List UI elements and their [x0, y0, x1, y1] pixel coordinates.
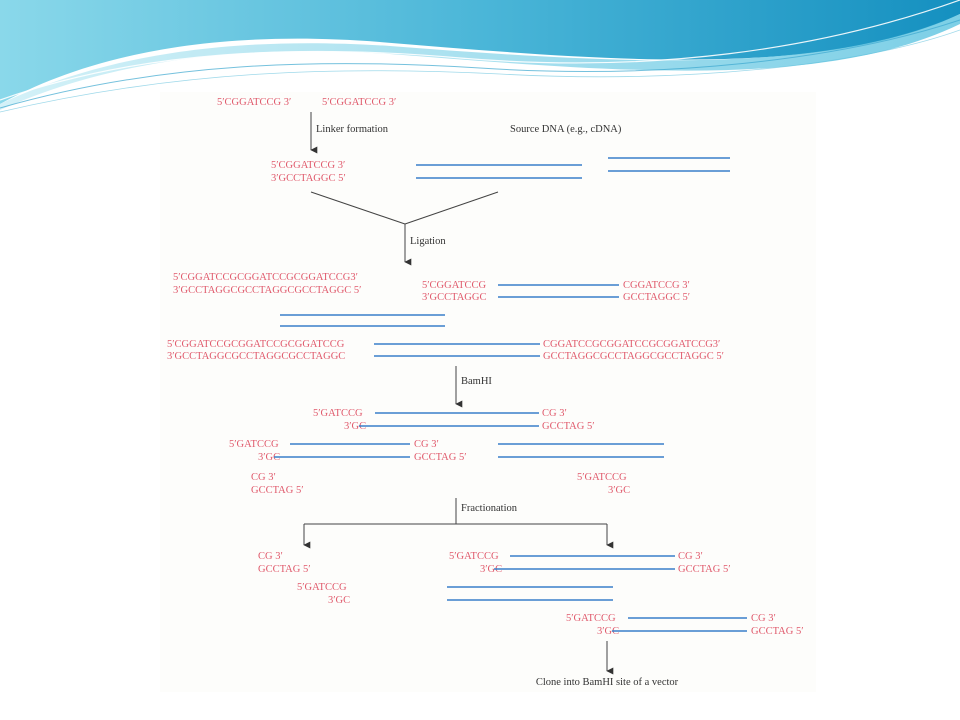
source-dna-label: Source DNA (e.g., cDNA) — [510, 124, 622, 135]
linker-formation-label: Linker formation — [316, 124, 389, 135]
ligated-multi-right-top: CGGATCCGCGGATCCGCGGATCCG3′ — [543, 339, 720, 350]
fraction-right-a-left-bottom: 3′GC — [480, 564, 502, 575]
fraction-right-a-right-bottom: GCCTAG 5′ — [678, 564, 731, 575]
cut1-left-bottom: 3′GC — [344, 421, 366, 432]
fraction-right-a-left-top: 5′GATCCG — [449, 551, 499, 562]
ligated-single-left-top: 5′CGGATCCG — [422, 280, 487, 291]
free-end-right-bottom: 3′GC — [608, 485, 630, 496]
cut2-left-bottom: 3′GC — [258, 452, 280, 463]
clone-label: Clone into BamHI site of a vector — [536, 677, 679, 688]
fraction-left-end-bottom: GCCTAG 5′ — [258, 564, 311, 575]
ligated-multi-right-bottom: GCCTAGGCGCCTAGGCGCCTAGGC 5′ — [543, 351, 724, 362]
ligated-single-right-top: CGGATCCG 3′ — [623, 280, 690, 291]
merge-line-right — [404, 191, 499, 225]
cut1-right-bottom: GCCTAG 5′ — [542, 421, 595, 432]
ligated-multi-left-top: 5′CGGATCCGCGGATCCGCGGATCCG — [167, 339, 345, 350]
fraction-right-b-left-bottom: 3′GC — [597, 626, 619, 637]
free-end-left-bottom: GCCTAG 5′ — [251, 485, 304, 496]
merge-line-left — [310, 191, 406, 225]
fraction-right-b-right-top: CG 3′ — [751, 613, 776, 624]
ligated-single-right-bottom: GCCTAGGC 5′ — [623, 292, 690, 303]
fractionation-label: Fractionation — [461, 503, 518, 514]
linker-duplex-top: 5′CGGATCCG 3′ — [271, 160, 345, 171]
fraction-left-end-top: CG 3′ — [258, 551, 283, 562]
ligated-single-left-bottom: 3′GCCTAGGC — [422, 292, 486, 303]
concatemer-bottom: 3′GCCTAGGCGCCTAGGCGCCTAGGC 5′ — [173, 285, 361, 296]
cut2-right-bottom: GCCTAG 5′ — [414, 452, 467, 463]
linker-2: 5′CGGATCCG 3′ — [322, 97, 396, 108]
bamhi-label: BamHI — [461, 376, 492, 387]
linker-duplex-bottom: 3′GCCTAGGC 5′ — [271, 173, 346, 184]
linker-1: 5′CGGATCCG 3′ — [217, 97, 291, 108]
fraction-right-b-right-bottom: GCCTAG 5′ — [751, 626, 804, 637]
cut2-left-top: 5′GATCCG — [229, 439, 279, 450]
figure-panel — [160, 92, 816, 692]
concatemer-top: 5′CGGATCCGCGGATCCGCGGATCCG3′ — [173, 272, 358, 283]
ligated-multi-left-bottom: 3′GCCTAGGCGCCTAGGCGCCTAGGC — [167, 351, 345, 362]
fraction-right-b-left-top: 5′GATCCG — [566, 613, 616, 624]
ligation-label: Ligation — [410, 236, 446, 247]
free-end-left-top: CG 3′ — [251, 472, 276, 483]
fraction-right-a-right-top: CG 3′ — [678, 551, 703, 562]
free-end-right-top: 5′GATCCG — [577, 472, 627, 483]
slide-header-wave — [0, 0, 960, 113]
cut1-left-top: 5′GATCCG — [313, 408, 363, 419]
cut1-right-top: CG 3′ — [542, 408, 567, 419]
fraction-left-end2-bottom: 3′GC — [328, 595, 350, 606]
cut2-right-top: CG 3′ — [414, 439, 439, 450]
fraction-left-end2-top: 5′GATCCG — [297, 582, 347, 593]
